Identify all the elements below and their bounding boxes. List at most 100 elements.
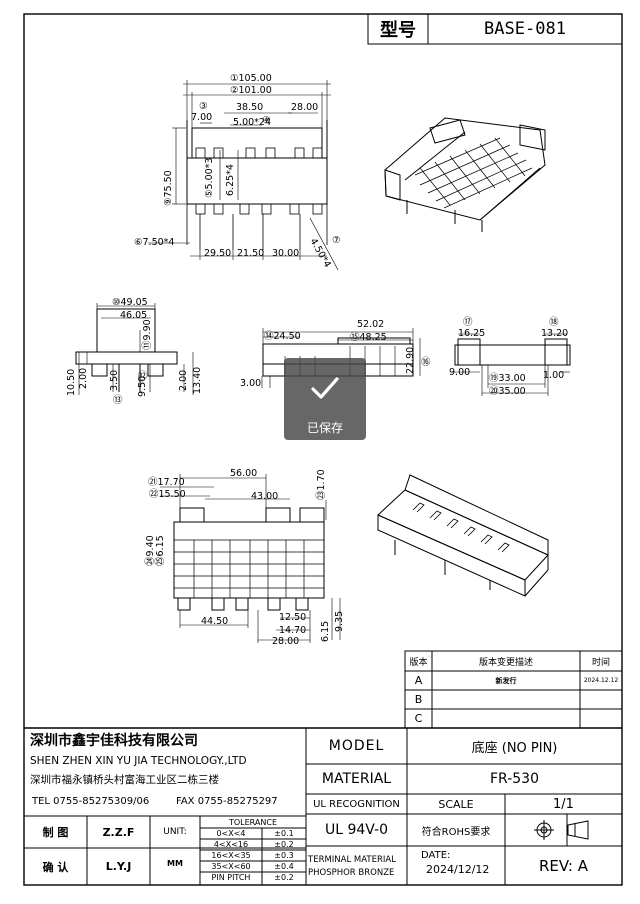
dim-label: 30.00 <box>272 248 300 259</box>
dim-label: ⑯ <box>421 357 431 368</box>
dim-label: 3.50 <box>109 369 120 391</box>
ul-value: UL 94V-0 <box>324 822 389 838</box>
dim-label: ㉒15.50 <box>149 489 186 500</box>
dim-label: 22.90 <box>405 346 416 374</box>
dim-label: 7.00 <box>191 112 213 123</box>
dim-label: ⑭24.50 <box>264 331 301 342</box>
dim-label: ⑲33.00 <box>489 373 526 384</box>
dim-label: ⑨75.50 <box>163 170 174 206</box>
dim-label: 6.15 <box>320 620 331 642</box>
rev-header-date: 时间 <box>591 657 610 668</box>
dim-label: 43.00 <box>251 491 279 502</box>
dim-label: 5.00*24 <box>233 117 271 128</box>
dim-label: ①105.00 <box>230 73 272 84</box>
rev-desc: 新发行 <box>495 676 517 685</box>
material-label: MATERIAL <box>321 771 392 787</box>
dim-label: 56.00 <box>230 468 258 479</box>
tolerance-range: 0<X<4 <box>216 829 246 838</box>
dim-label: 21.50 <box>237 248 265 259</box>
dim-label: ⑪9.90 <box>142 319 153 350</box>
rev-version: A <box>414 674 423 687</box>
dim-label: 52.02 <box>357 319 385 330</box>
dim-label: ⑥7.50*4 <box>134 237 175 248</box>
scale-label: SCALE <box>438 797 474 811</box>
dim-label: 46.05 <box>120 310 148 321</box>
dim-label: ⑱ <box>549 317 559 328</box>
type-label: 型号 <box>380 20 416 41</box>
dim-label: ④ <box>262 115 271 126</box>
terminal-material-label: TERMINAL MATERIAL <box>308 855 396 865</box>
dim-label: 28.00 <box>272 636 300 647</box>
dim-label: 13.40 <box>192 366 203 394</box>
dim-label: ⑦ <box>332 235 341 246</box>
toast-label: 已保存 <box>306 421 343 435</box>
model-number: BASE-081 <box>484 19 566 39</box>
dim-label: 12.50 <box>279 612 307 623</box>
company-name-cn: 深圳市鑫宇佳科技有限公司 <box>30 733 198 749</box>
company-address: 深圳市福永镇桥头村富海工业区二栋三楼 <box>30 774 219 786</box>
dim-label: ③ <box>199 101 208 112</box>
dim-label: ⑳35.00 <box>489 386 526 397</box>
model-value: 底座 (NO PIN) <box>471 740 558 756</box>
dim-label: ⑮48.25 <box>350 332 387 343</box>
confirm-name: L.Y.J <box>105 860 132 873</box>
dim-label: 44.50 <box>201 616 229 627</box>
dim-label: 6.25*4 <box>225 164 236 196</box>
dim-label: 38.50 <box>236 102 264 113</box>
dim-label: ⑤5.00*3 <box>204 157 215 198</box>
dim-label: 16.25 <box>458 328 486 339</box>
dim-label: 1.00 <box>543 370 565 381</box>
dim-label: 13.20 <box>541 328 569 339</box>
tolerance-value: ±0.4 <box>274 862 294 871</box>
dim-label: 29.50 <box>204 248 232 259</box>
company-name-en: SHEN ZHEN XIN YU JIA TECHNOLOGY.,LTD <box>30 755 247 767</box>
rohs-label: 符合ROHS要求 <box>421 826 491 838</box>
dim-label: ㉕6.15 <box>155 535 166 566</box>
dim-label: ⑬ <box>113 395 123 406</box>
dim-label: 3.00 <box>240 378 262 389</box>
saved-toast: 已保存 <box>284 358 366 440</box>
rev-header-desc: 版本变更描述 <box>478 657 533 668</box>
rev-date: 2024.12.12 <box>583 677 619 684</box>
rev-version: B <box>414 693 423 706</box>
tolerance-range: PIN PITCH <box>211 873 251 882</box>
company-tel: TEL 0755-85275309/06 <box>32 796 150 807</box>
rev-version: C <box>414 712 423 725</box>
checkmark-icon <box>311 377 339 399</box>
dim-label: ⑩49.05 <box>112 297 148 308</box>
terminal-material-value: PHOSPHOR BRONZE <box>308 868 395 878</box>
dim-label: 28.00 <box>291 102 319 113</box>
tolerance-value: ±0.2 <box>274 873 294 882</box>
tolerance-title: TOLERANCE <box>228 817 278 827</box>
dim-label: ㉓1.70 <box>316 469 327 500</box>
dim-label: 9.35 <box>334 610 345 632</box>
tolerance-range: 4<X<16 <box>213 840 249 849</box>
draw-name: Z.Z.F <box>102 825 135 839</box>
draw-label: 制 图 <box>42 826 69 839</box>
scale-value: 1/1 <box>553 796 574 812</box>
tolerance-value: ±0.2 <box>274 840 294 849</box>
tolerance-range: 16<X<35 <box>211 851 251 860</box>
dim-label: 10.50 <box>66 368 77 396</box>
dim-label: 2.00 <box>78 367 89 389</box>
dim-label: 2.00 <box>178 369 189 391</box>
dim-label: ⑰ <box>463 317 473 328</box>
company-fax: FAX 0755-85275297 <box>176 796 278 807</box>
tolerance-range: 35<X<60 <box>211 862 251 871</box>
dim-label: 9.00 <box>449 367 471 378</box>
tolerance-value: ±0.3 <box>274 851 294 860</box>
model-label: MODEL <box>328 738 385 754</box>
third-angle-projection-icon <box>532 818 592 844</box>
date-value: 2024/12/12 <box>426 863 490 876</box>
dim-label: ②101.00 <box>230 85 272 96</box>
rev-header-version: 版本 <box>409 657 428 668</box>
confirm-label: 确 认 <box>42 860 69 874</box>
revision-value: REV: A <box>538 856 589 875</box>
dim-label: 9.50 <box>137 375 148 397</box>
ul-label: UL RECOGNITION <box>313 798 400 810</box>
dim-label: ⑫ <box>138 371 148 382</box>
date-label: DATE: <box>421 850 451 861</box>
material-value: FR-530 <box>490 771 539 787</box>
